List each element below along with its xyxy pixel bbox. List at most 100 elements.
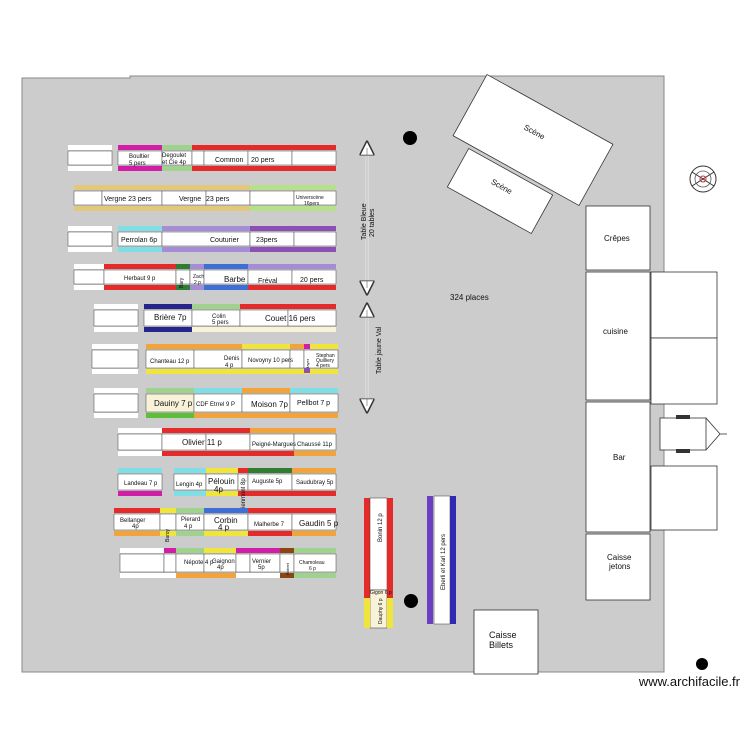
table-baroy-label: Baroy xyxy=(165,528,171,542)
website-watermark: www.archifacile.fr xyxy=(638,674,740,689)
table-segment xyxy=(248,166,292,171)
table-segment xyxy=(290,388,338,393)
table-segment xyxy=(104,285,176,290)
table-seat xyxy=(293,231,337,247)
table-barbe-label: Barbe xyxy=(224,275,246,284)
table-segment xyxy=(176,508,204,513)
stage-1: Scène xyxy=(452,73,614,207)
table-segment xyxy=(294,185,336,190)
table-segment xyxy=(238,468,248,473)
table-segment xyxy=(304,344,310,349)
table-denis-label: 4 p xyxy=(225,363,234,369)
table-universcene-label: Universcène xyxy=(296,195,324,201)
table-segment xyxy=(74,185,102,190)
table-segment xyxy=(118,491,162,496)
table-seat xyxy=(291,513,337,531)
table-segment xyxy=(68,166,112,171)
table-segment xyxy=(68,226,112,231)
table-segment xyxy=(74,264,104,269)
table-lengin-label: Lengin 4p xyxy=(176,482,203,488)
table-segment xyxy=(248,491,292,496)
table-pierard-label: 4 p xyxy=(184,524,193,530)
table-peigne-label: Peigné-Margues xyxy=(252,442,296,448)
table-segment xyxy=(118,145,162,150)
table-segment xyxy=(290,344,304,349)
table-couet-label: Couet 16 pers xyxy=(265,314,315,323)
table-zach-label: 2 p xyxy=(194,280,201,286)
table-bellanger-label: Bellanger xyxy=(120,518,145,524)
table-segment xyxy=(104,264,176,269)
table-segment xyxy=(118,226,162,231)
token-cash-desk xyxy=(585,533,651,601)
table-segment xyxy=(294,573,336,578)
table-segment xyxy=(248,264,292,269)
table-seat xyxy=(293,190,337,206)
table-jaune-label: Table jaune Val xyxy=(376,326,383,374)
ticket-cash-label-2: Billets xyxy=(489,640,514,650)
table-segment xyxy=(204,166,248,171)
table-couturier-label: 23pers xyxy=(256,237,278,244)
table-segment xyxy=(176,264,190,269)
table-segment xyxy=(118,247,162,252)
table-segment xyxy=(162,185,206,190)
table-segment xyxy=(304,368,310,373)
table-vergne-label: Vergne xyxy=(179,196,201,203)
table-segment xyxy=(192,145,204,150)
table-segment xyxy=(294,548,336,553)
table-segment xyxy=(194,344,242,349)
pillar xyxy=(696,658,708,670)
table-gigon-label: Gigon 6 p xyxy=(370,590,392,596)
table-seat xyxy=(293,433,337,451)
table-segment xyxy=(248,145,292,150)
table-colin-label: 5 pers xyxy=(212,320,229,326)
table-bellanger-label: 4p xyxy=(132,524,139,530)
vertical-table-bonin: Bonin 12 p Gigon 6 p Dauphy 6 p xyxy=(364,497,393,629)
table-segment xyxy=(176,531,204,536)
table-segment xyxy=(146,388,194,393)
table-segment xyxy=(144,304,192,309)
table-segment xyxy=(250,548,280,553)
table-segment xyxy=(192,327,240,332)
table-herbaut-label: Herbaut 9 p xyxy=(124,276,156,282)
table-segment xyxy=(304,344,338,349)
table-segment xyxy=(68,247,112,252)
table-segment xyxy=(118,428,162,433)
table-seat xyxy=(159,513,177,531)
table-segment xyxy=(206,428,250,433)
table-dauphy-label: Dauphy 6 p xyxy=(378,598,384,624)
table-segment xyxy=(204,285,248,290)
bar-label: Bar xyxy=(613,453,626,462)
table-segment xyxy=(160,531,176,536)
table-dauiny-label: Dauiny 7 p xyxy=(154,399,193,408)
table-segment xyxy=(236,548,250,553)
table-segment xyxy=(164,548,176,553)
table-segment xyxy=(162,206,206,211)
table-seat xyxy=(163,553,177,573)
table-segment xyxy=(248,468,292,473)
table-segment xyxy=(292,468,336,473)
table-seat xyxy=(235,553,251,573)
table-segment xyxy=(292,508,336,513)
table-segment xyxy=(144,327,192,332)
table-segment xyxy=(294,206,336,211)
table-segment xyxy=(294,226,336,231)
table-seat xyxy=(73,190,103,206)
table-segment xyxy=(250,185,294,190)
table-segment xyxy=(204,531,248,536)
table-segment xyxy=(250,226,294,231)
table-segment xyxy=(194,388,242,393)
pillar xyxy=(404,594,418,608)
table-segment xyxy=(192,304,240,309)
table-seat xyxy=(291,269,337,285)
table-moison-label: Moison 7p xyxy=(251,400,288,409)
table-seat xyxy=(93,309,139,327)
table-segment xyxy=(240,304,288,309)
table-segment xyxy=(176,573,204,578)
table-segment xyxy=(176,285,190,290)
crepes-room xyxy=(585,205,651,271)
table-pellbot-label: Pellbot 7 p xyxy=(297,400,330,407)
table-seat xyxy=(73,269,105,285)
table-seat xyxy=(303,349,339,369)
table-chamoleau-label: Chamoleau xyxy=(299,560,325,566)
table-segment xyxy=(206,206,250,211)
